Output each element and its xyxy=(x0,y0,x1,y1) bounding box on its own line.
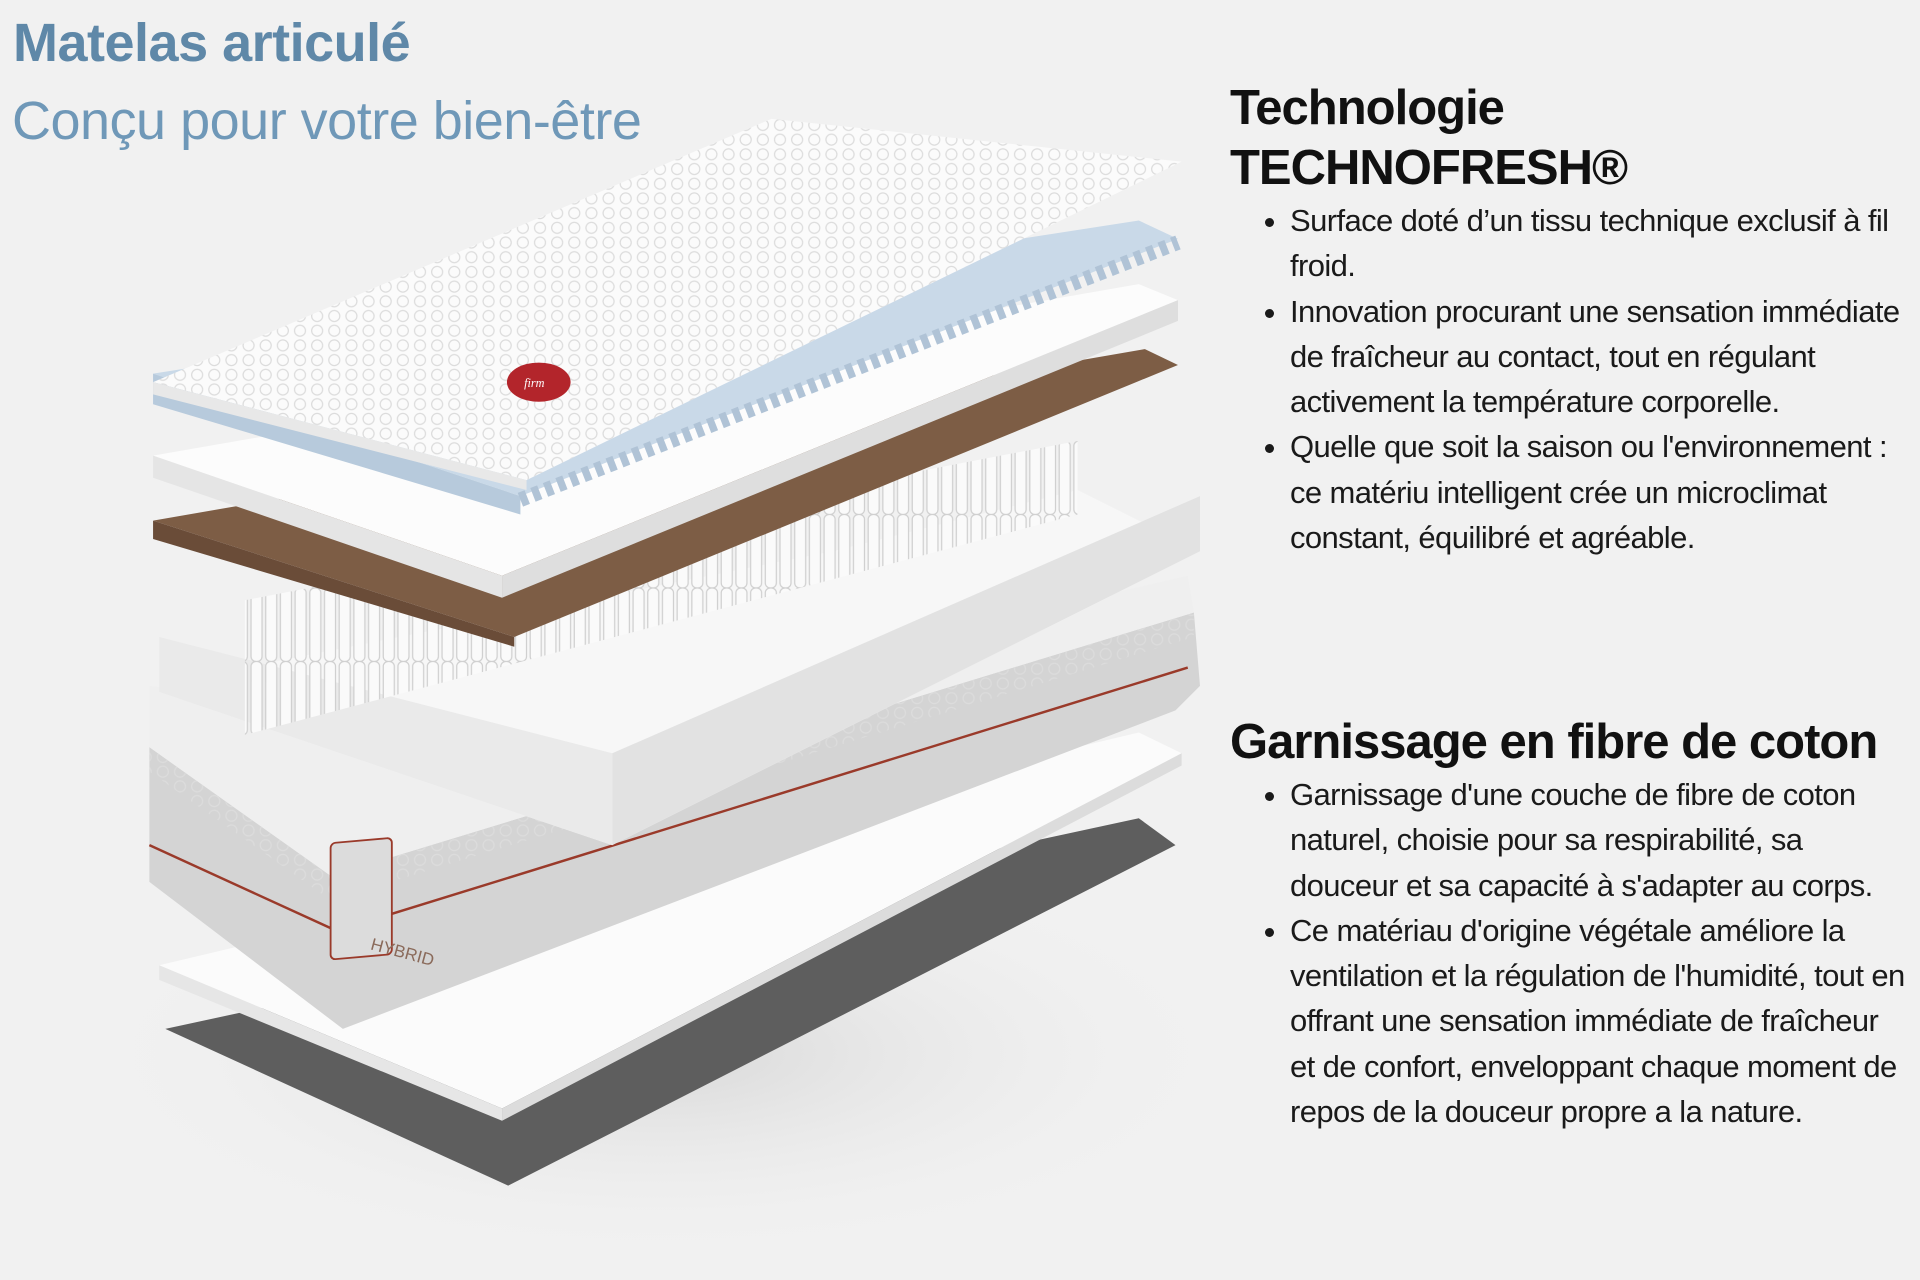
firm-badge xyxy=(506,362,571,402)
list-item: Quelle que soit la saison ou l'environne… xyxy=(1290,424,1910,560)
layer-base-fabric xyxy=(149,612,1201,1029)
bullet-list: Surface doté d’un tissu technique exclus… xyxy=(1230,198,1910,560)
page-subtitle: Conçu pour votre bien-être xyxy=(12,91,642,151)
list-item: Surface doté d’un tissu technique exclus… xyxy=(1290,198,1910,289)
badge-logo-text: firm xyxy=(524,376,545,390)
section-heading: Garnissage en fibre de coton xyxy=(1230,715,1878,769)
section-cotton-fiber: Garnissage en fibre de coton Garnissage … xyxy=(1230,712,1910,1134)
layer-bottom-sheet xyxy=(159,732,1182,1109)
bullet-list: Garnissage d'une couche de fibre de coto… xyxy=(1230,772,1910,1134)
brand-label xyxy=(329,837,393,961)
list-item: Innovation procurant une sensation imméd… xyxy=(1290,289,1910,425)
layer-pocket-springs xyxy=(244,440,1078,735)
page-title: Matelas articulé xyxy=(13,13,411,73)
list-item: Ce matériau d'origine végétale améliore … xyxy=(1290,908,1910,1134)
section-technofresh: Technologie TECHNOFRESH® Surface doté d’… xyxy=(1230,78,1910,560)
section-heading: Technologie TECHNOFRESH® xyxy=(1230,81,1628,195)
list-item: Garnissage d'une couche de fibre de coto… xyxy=(1290,772,1910,908)
